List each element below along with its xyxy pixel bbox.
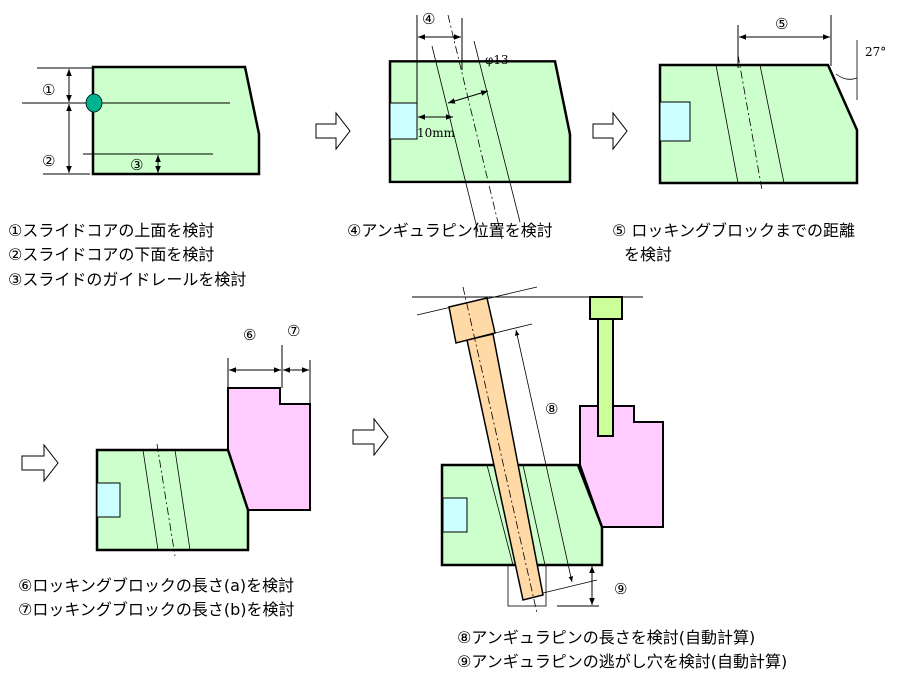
caption-7: ⑦ロッキングブロックの長さ(b)を検討 — [18, 600, 295, 619]
caption-5-cont: を検討 — [624, 245, 672, 264]
step1-figure: ① ② ③ — [22, 65, 261, 176]
slide-core — [658, 63, 859, 185]
diameter-dimension — [447, 90, 489, 104]
caption-6: ⑥ロッキングブロックの長さ(a)を検討 — [18, 576, 294, 595]
next-arrow-icon — [592, 111, 628, 151]
insert-block — [389, 102, 418, 140]
step2-figure: ④ φ13 10mm — [388, 10, 572, 240]
next-arrow-icon — [315, 111, 351, 151]
caption-9: ⑨アンギュラピンの逃がし穴を検討(自動計算) — [457, 652, 787, 671]
caption-1: ①スライドコアの上面を検討 — [8, 221, 214, 240]
step3-figure: ⑤ 27° — [658, 15, 886, 191]
slide-core — [95, 448, 250, 552]
caption-8: ⑧アンギュラピンの長さを検討(自動計算) — [457, 628, 755, 647]
next-arrow-icon — [21, 443, 59, 483]
marker-3: ③ — [130, 156, 143, 174]
marker-9: ⑨ — [614, 580, 627, 598]
angle-arc — [835, 73, 858, 80]
insert-block — [659, 101, 691, 142]
marker-6: ⑥ — [243, 326, 256, 344]
caption-2: ②スライドコアの下面を検討 — [8, 245, 214, 264]
next-arrow-icon — [352, 417, 389, 457]
marker-7: ⑦ — [287, 322, 300, 340]
slide-core — [388, 60, 572, 184]
angle-label: 27° — [865, 45, 886, 59]
bolt-head — [589, 296, 623, 320]
reference-point-marker — [85, 93, 103, 113]
caption-4: ④アンギュラピン位置を検討 — [347, 221, 553, 240]
marker-8: ⑧ — [545, 400, 558, 418]
marker-2: ② — [42, 152, 55, 170]
marker-1: ① — [42, 81, 55, 99]
insert-block — [96, 482, 121, 518]
marker-4: ④ — [422, 10, 435, 28]
marker-5: ⑤ — [775, 15, 788, 33]
bolt-shaft — [597, 318, 614, 437]
caption-3: ③スライドのガイドレールを検討 — [8, 270, 246, 289]
step5-figure: ⑧ ⑨ — [412, 286, 664, 614]
slide-core — [91, 65, 261, 176]
caption-5: ⑤ ロッキングブロックまでの距離 — [612, 221, 855, 240]
dimension-8 — [515, 329, 573, 583]
step4-figure: ⑥ ⑦ — [95, 322, 311, 557]
diameter-label: φ13 — [485, 53, 509, 67]
offset-label: 10mm — [417, 126, 456, 140]
insert-block — [442, 497, 468, 533]
